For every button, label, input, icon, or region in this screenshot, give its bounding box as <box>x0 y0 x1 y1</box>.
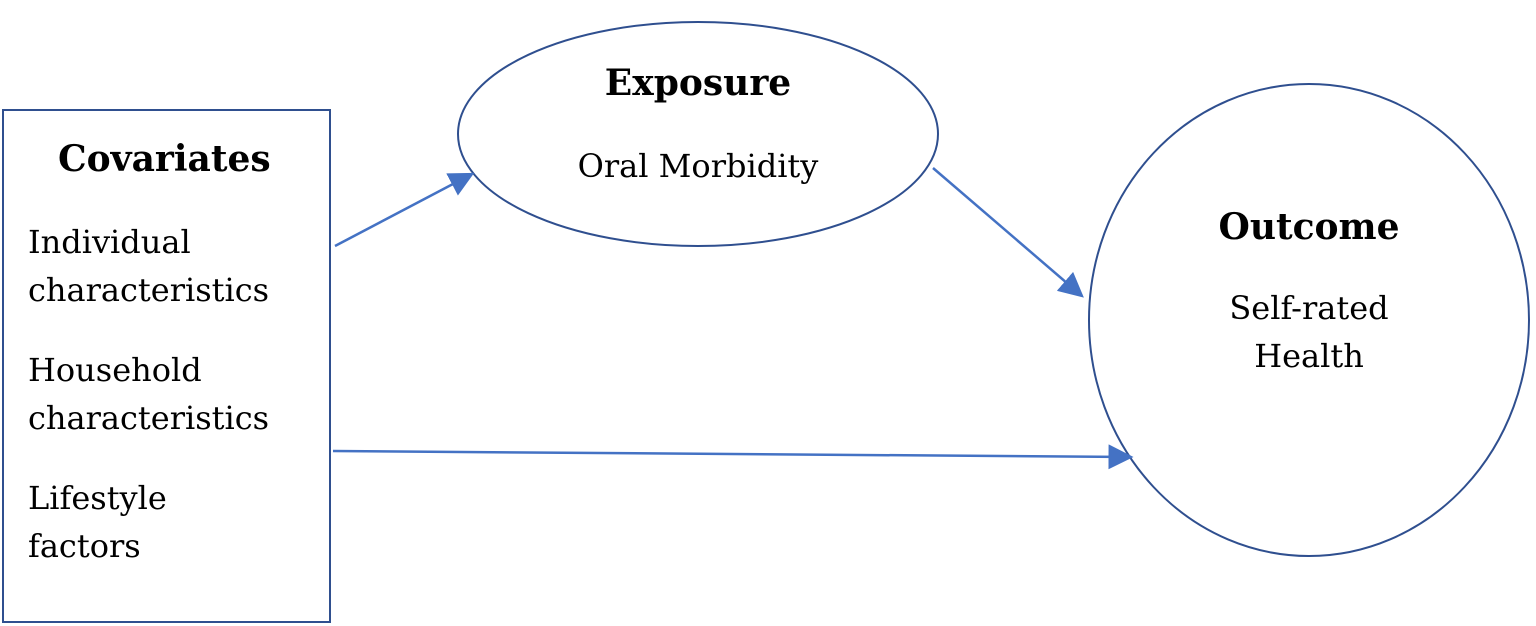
outcome-text: Self-rated Health <box>1159 284 1459 380</box>
covariates-item-lifestyle-line2: factors <box>28 527 141 565</box>
covariates-item-individual-line1: Individual <box>28 223 191 261</box>
covariates-item-household-line1: Household <box>28 351 202 389</box>
outcome-line1: Self-rated <box>1229 289 1389 327</box>
exposure-subtitle: Oral Morbidity <box>577 147 819 185</box>
covariates-item-lifestyle: Lifestyle factors <box>28 474 167 570</box>
outcome-title: Outcome <box>1218 206 1400 248</box>
covariates-item-lifestyle-line1: Lifestyle <box>28 479 167 517</box>
covariates-box <box>2 109 331 623</box>
covariates-item-household-line2: characteristics <box>28 399 270 437</box>
covariates-item-individual-line2: characteristics <box>28 271 270 309</box>
covariates-item-household: Household characteristics <box>28 346 269 442</box>
outcome-ellipse <box>1088 83 1530 557</box>
arrow-exposure-to-outcome <box>932 167 1084 298</box>
exposure-ellipse <box>457 21 939 247</box>
covariates-title: Covariates <box>58 138 271 180</box>
exposure-title: Exposure <box>604 62 792 104</box>
outcome-line2: Health <box>1254 337 1364 375</box>
covariates-item-individual: Individual characteristics <box>28 218 269 314</box>
arrow-covariates-to-outcome <box>332 444 1134 470</box>
arrow-covariates-to-exposure <box>334 172 475 248</box>
